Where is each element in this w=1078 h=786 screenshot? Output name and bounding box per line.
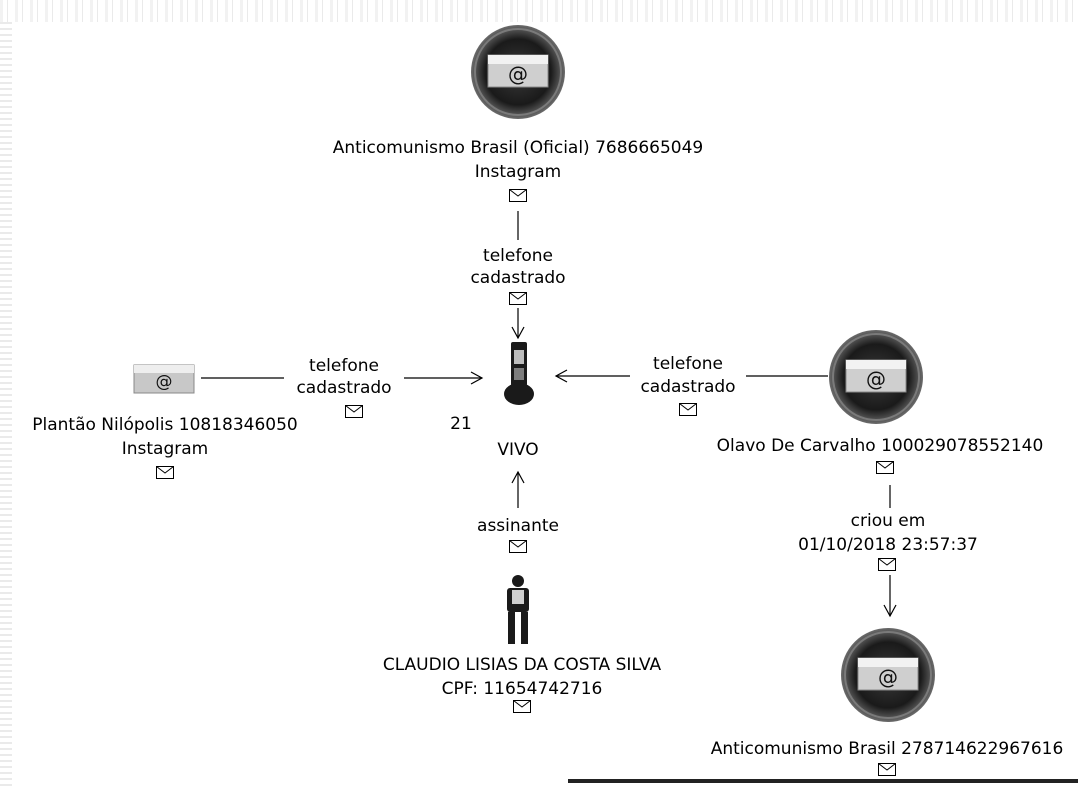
profile-badge-icon[interactable]: @ [471, 25, 565, 119]
phone-carrier-label: VIVO [497, 440, 538, 461]
svg-text:@: @ [878, 665, 898, 689]
person-icon[interactable] [507, 575, 529, 644]
envelope-icon[interactable] [878, 763, 896, 776]
node-label-plantao: Plantão Nilópolis 10818346050 [32, 415, 298, 436]
envelope-icon[interactable] [679, 403, 697, 416]
envelope-icon[interactable] [509, 540, 527, 553]
profile-badge-icon[interactable]: @ [841, 628, 935, 722]
envelope-icon[interactable] [156, 466, 174, 479]
instagram-avatar-icon[interactable]: @ [134, 365, 194, 393]
scan-bottom-bar [568, 779, 1078, 783]
edge-label-line2: cadastrado [640, 377, 735, 398]
edge-label-line2: cadastrado [296, 378, 391, 399]
mobile-phone-icon[interactable] [504, 342, 534, 405]
node-sublabel-platform: Instagram [475, 162, 562, 183]
edge-label-line1: telefone [653, 354, 723, 375]
envelope-icon[interactable] [876, 461, 894, 474]
profile-badge-icon[interactable]: @ [829, 330, 923, 424]
edge-label-line1: assinante [477, 516, 559, 537]
node-label-anticomunismo-oficial: Anticomunismo Brasil (Oficial) 768666504… [333, 138, 704, 159]
envelope-icon[interactable] [513, 700, 531, 713]
node-label-anticomunismo-2: Anticomunismo Brasil 278714622967616 [711, 739, 1064, 760]
edge-label-line1: telefone [309, 356, 379, 377]
node-label-olavo: Olavo De Carvalho 100029078552140 [717, 436, 1044, 457]
svg-text:@: @ [156, 372, 173, 392]
edge-label-line1: criou em [851, 511, 926, 532]
edge-label-line1: telefone [483, 246, 553, 267]
edge-label-line2: cadastrado [470, 268, 565, 289]
envelope-icon[interactable] [509, 292, 527, 305]
phone-number-label: 21 [450, 414, 472, 435]
envelope-icon[interactable] [878, 558, 896, 571]
edge-label-line2: 01/10/2018 23:57:37 [798, 535, 978, 556]
envelope-icon[interactable] [345, 405, 363, 418]
envelope-icon[interactable] [509, 189, 527, 202]
node-sublabel-platform: Instagram [122, 439, 209, 460]
node-sublabel-cpf: CPF: 11654742716 [442, 679, 603, 700]
svg-text:@: @ [866, 367, 886, 391]
node-label-claudio: CLAUDIO LISIAS DA COSTA SILVA [383, 655, 661, 676]
svg-text:@: @ [508, 62, 528, 86]
